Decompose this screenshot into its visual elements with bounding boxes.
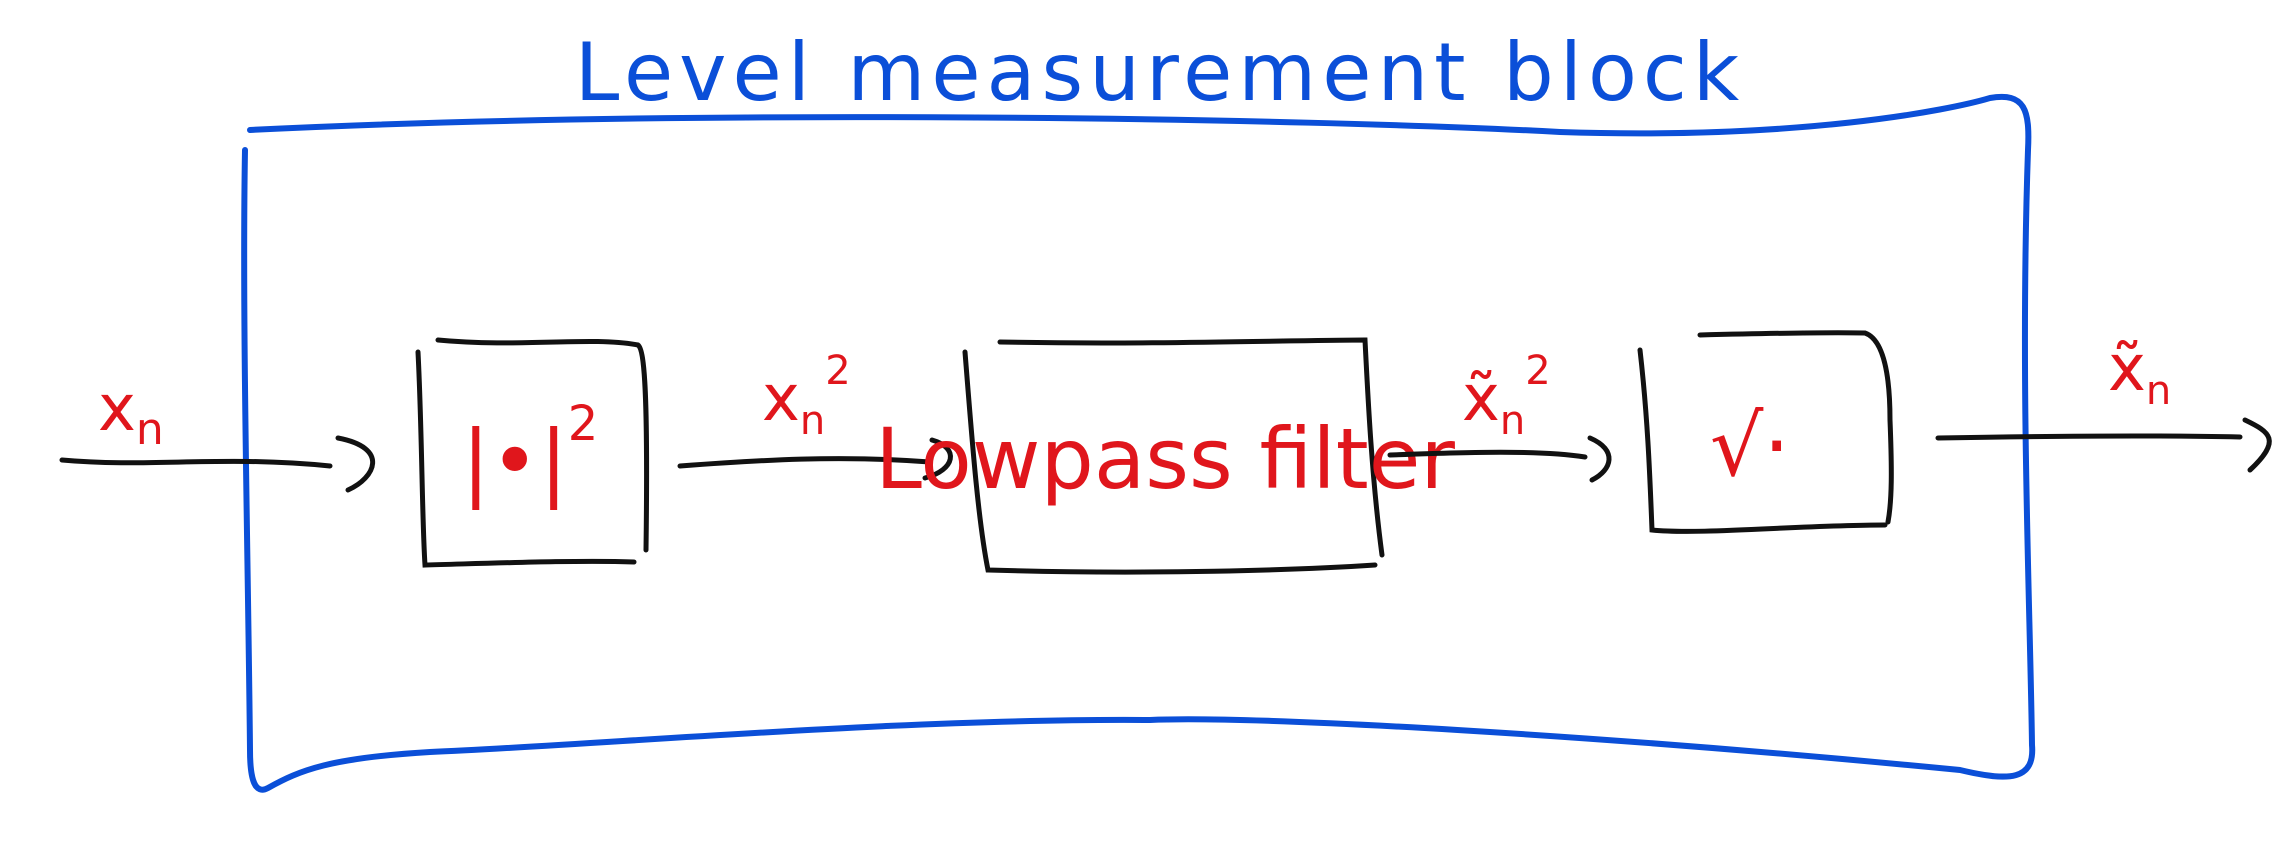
input-signal-label: xn	[98, 372, 164, 455]
squared-signal-label: xn2	[762, 348, 851, 444]
block-sqrt-frame	[1637, 330, 1894, 534]
filtered-signal-base: x̃	[1462, 362, 1500, 436]
filtered-signal-label: x̃n2	[1462, 348, 1551, 444]
input-arrow-head	[335, 435, 376, 493]
output-arrow-head	[2242, 417, 2272, 473]
output-signal-base: x̃	[2108, 332, 2146, 406]
connector-1-line	[677, 456, 933, 469]
block-sqrt-label: √·	[1710, 397, 1790, 495]
squared-signal-superscript: 2	[825, 348, 850, 394]
input-signal-subscript: n	[136, 404, 164, 455]
diagram-title: Level measurement block	[575, 26, 1745, 119]
connector-1-arrow-head	[922, 437, 953, 481]
input-signal-base: x	[98, 372, 136, 446]
block-lowpass-label: Lowpass filter	[875, 410, 1455, 508]
filtered-signal-subscript: n	[1500, 398, 1525, 444]
block-abs-square-label: |•|2	[462, 396, 599, 510]
block-lowpass-frame	[962, 337, 1385, 575]
output-signal-label: x̃n	[2108, 332, 2171, 414]
output-signal-subscript: n	[2146, 368, 2171, 414]
block-abs-square-main: |•|	[462, 412, 568, 510]
connector-2-line	[1387, 449, 1588, 460]
output-line	[1935, 433, 2243, 441]
block-abs-square-sup: 2	[568, 396, 599, 452]
squared-signal-subscript: n	[800, 398, 825, 444]
connector-2-arrow-head	[1587, 435, 1612, 483]
input-line	[59, 457, 333, 469]
outer-frame	[241, 93, 2036, 793]
squared-signal-base: x	[762, 362, 800, 436]
filtered-signal-superscript: 2	[1525, 348, 1550, 394]
block-abs-square-frame	[415, 337, 650, 568]
